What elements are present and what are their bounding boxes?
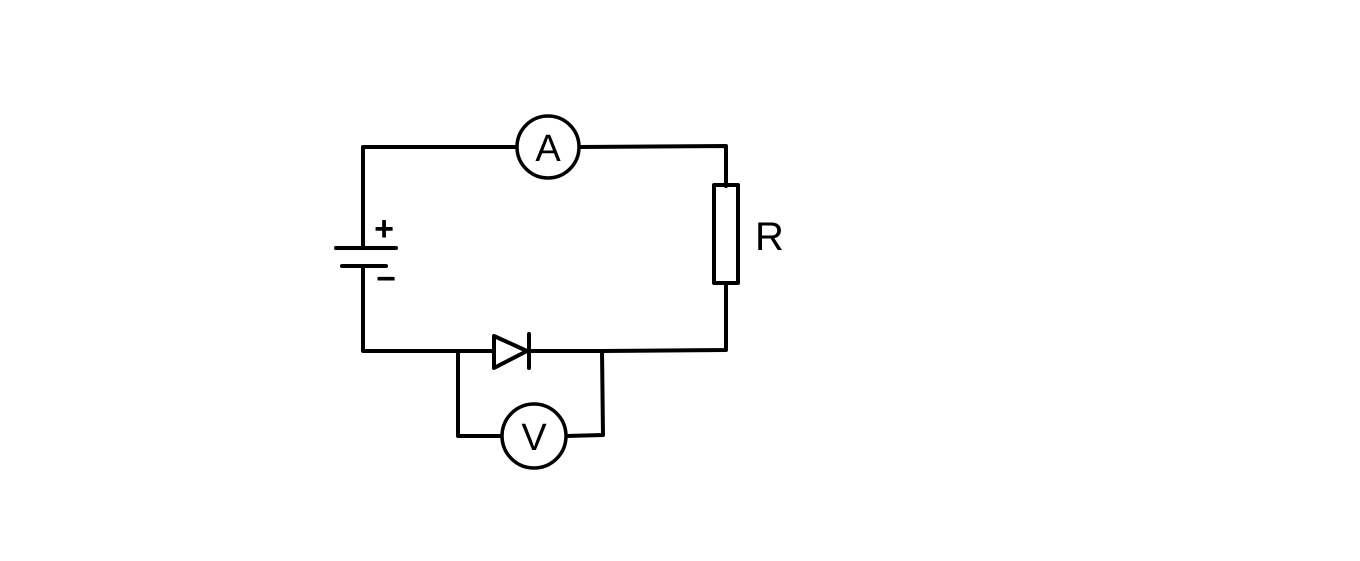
ammeter: A — [515, 114, 581, 180]
resistor: R — [712, 183, 784, 285]
resistor-body — [712, 183, 740, 285]
diode-triangle — [492, 334, 529, 370]
top-right-wire — [577, 144, 728, 188]
diode — [492, 332, 531, 370]
ammeter-circle — [515, 114, 581, 180]
right-lower-wire — [600, 281, 728, 353]
ammeter-label: A — [535, 128, 561, 170]
voltmeter-label: V — [521, 417, 547, 459]
resistor-label: R — [755, 215, 784, 259]
wires — [361, 144, 728, 438]
voltmeter-circle — [500, 402, 568, 470]
voltmeter-branch-right — [564, 349, 605, 438]
battery-negative-sign: − — [376, 260, 396, 298]
voltmeter-branch-left — [456, 349, 504, 438]
battery-positive-sign: + — [374, 210, 394, 248]
left-lower-wire — [361, 264, 460, 353]
battery: + − — [334, 210, 398, 298]
voltmeter: V — [500, 402, 568, 470]
top-left-wire — [361, 145, 519, 250]
